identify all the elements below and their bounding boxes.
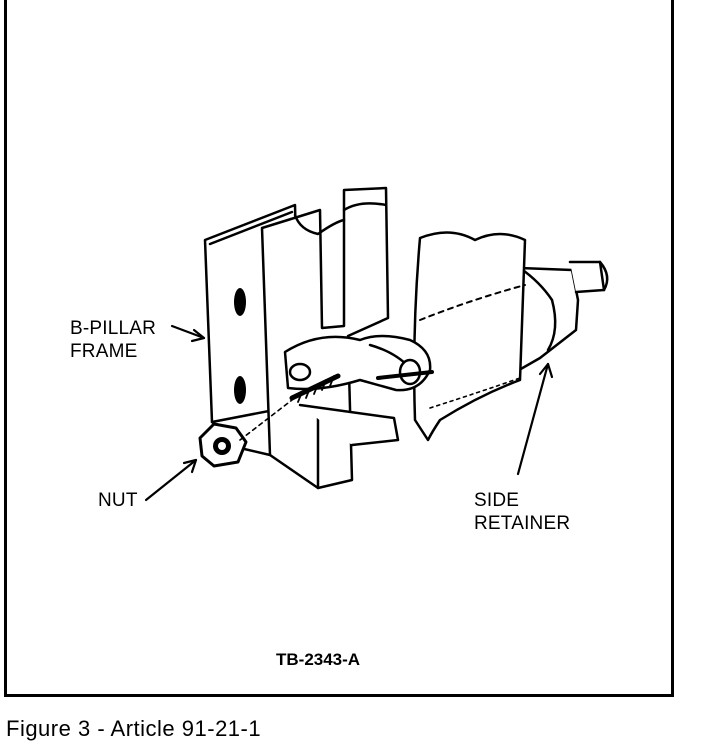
side-retainer-label-line2: RETAINER xyxy=(474,513,571,534)
clip-assembly xyxy=(283,334,434,403)
retainer-sheet xyxy=(412,231,527,442)
arrow-b-pillar xyxy=(170,324,206,340)
arrow-side-retainer xyxy=(516,362,550,476)
alignment-line xyxy=(239,399,293,441)
figure-code: TB-2343-A xyxy=(276,650,361,669)
figure-caption: Figure 3 - Article 91-21-1 xyxy=(6,716,262,741)
arrow-nut xyxy=(144,458,198,502)
b-pillar-label-line2: FRAME xyxy=(70,341,138,362)
leader-arrows xyxy=(144,324,554,502)
nut-label: NUT xyxy=(98,490,138,511)
figure-border xyxy=(4,0,674,697)
b-pillar-label-line1: B-PILLAR xyxy=(70,318,157,339)
side-retainer-label-line1: SIDE xyxy=(474,490,520,511)
nut-part xyxy=(198,422,248,468)
